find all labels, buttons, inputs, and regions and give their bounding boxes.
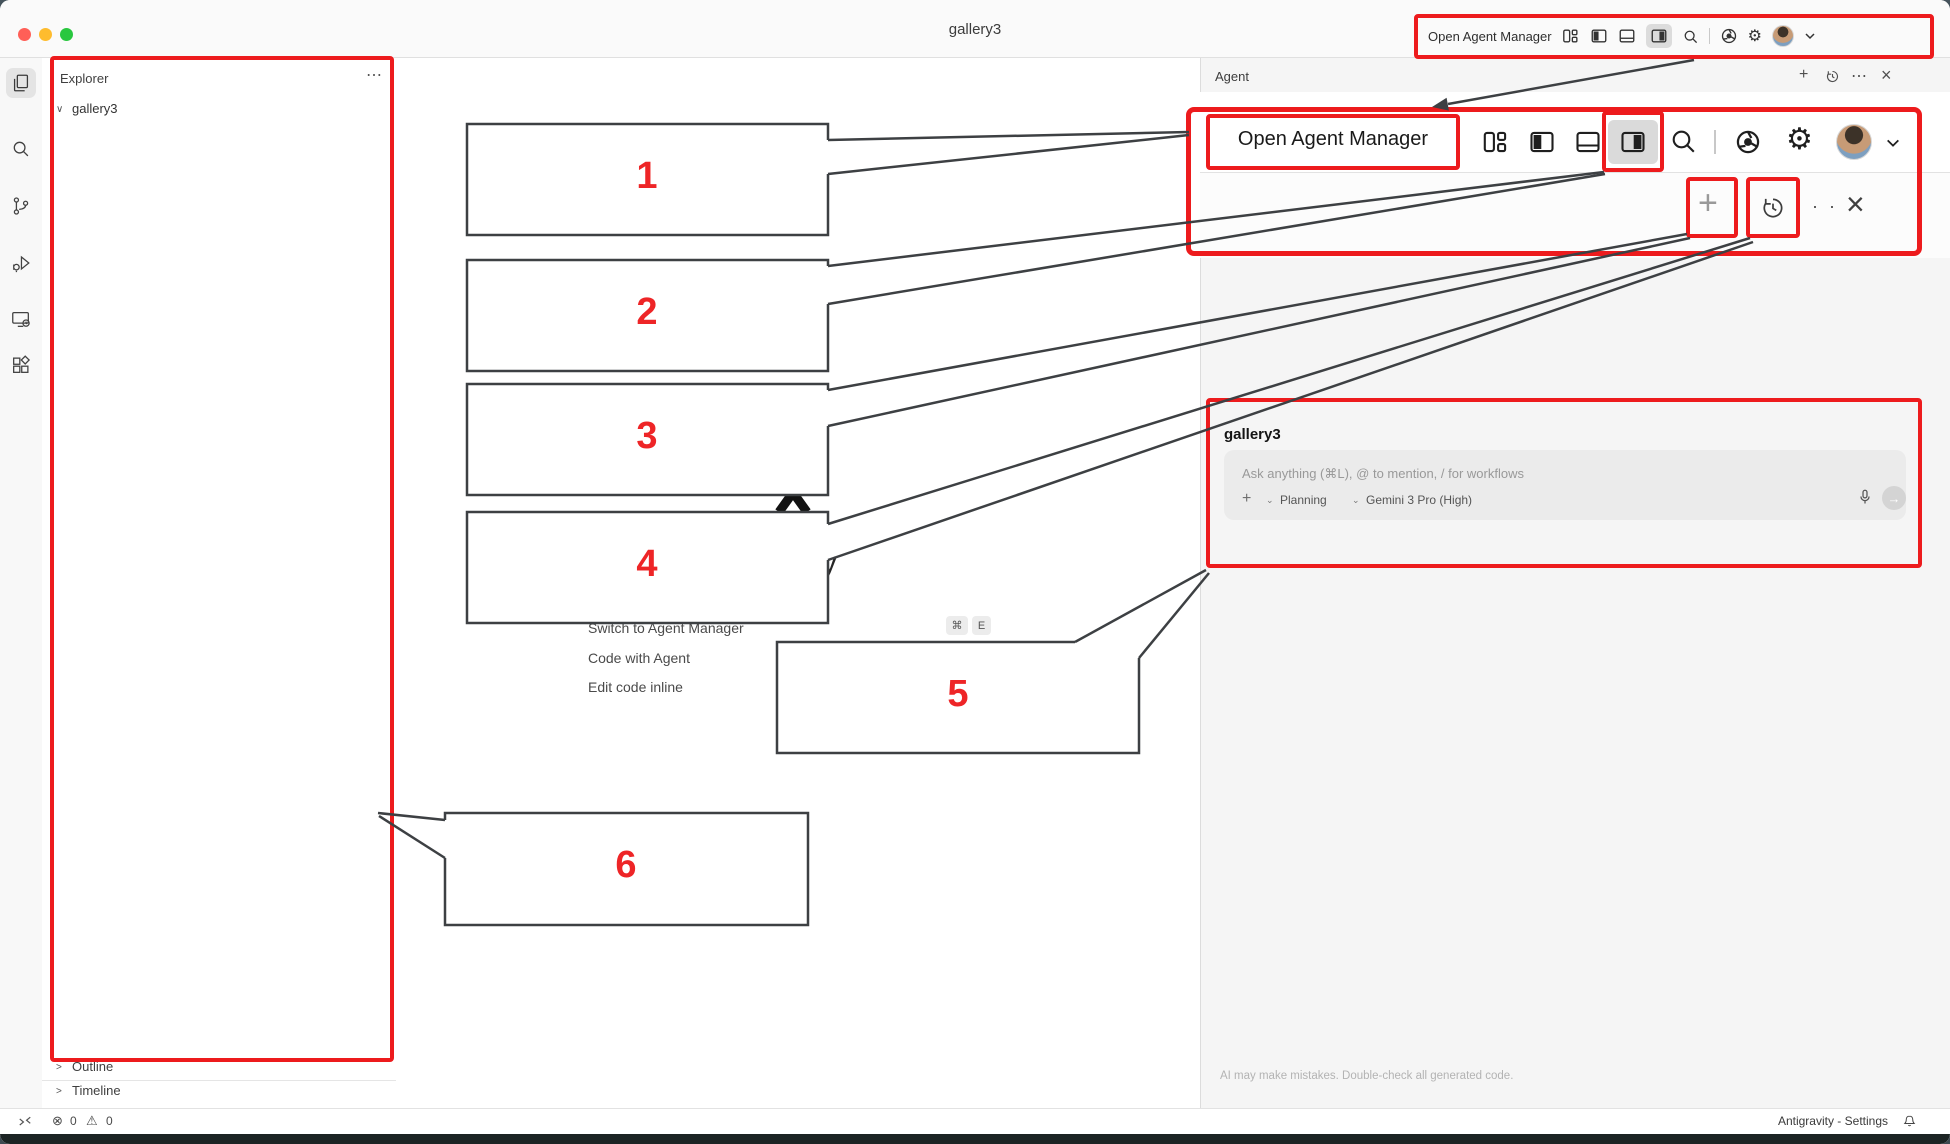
errors-count[interactable]: 0	[70, 1114, 77, 1128]
magnified-right-panel-icon	[1608, 120, 1658, 164]
account-avatar[interactable]	[1771, 25, 1794, 47]
tree-item-root[interactable]: gallery3	[72, 101, 118, 116]
magnified-customize-layout-icon	[1482, 128, 1510, 156]
sidebar-item-extensions[interactable]	[6, 350, 36, 380]
section-timeline[interactable]: Timeline	[72, 1083, 121, 1098]
title-bar: gallery3 Open Agent Manager ⚙	[0, 0, 1950, 58]
customize-layout-icon[interactable]	[1562, 27, 1580, 45]
agent-overflow-icon[interactable]: ⋯	[1851, 68, 1867, 85]
sidebar-item-remote-explorer[interactable]	[6, 304, 36, 334]
magnified-left-panel-icon	[1528, 128, 1556, 156]
warnings-icon[interactable]: ⚠	[86, 1113, 98, 1128]
activity-bar	[0, 58, 42, 1108]
mode-chevron-icon: ⌄	[1266, 495, 1274, 505]
minimize-window-button[interactable]	[39, 28, 52, 41]
welcome-link-switch-agent-manager[interactable]: Switch to Agent Manager	[588, 620, 744, 636]
toggle-right-panel-icon[interactable]	[1645, 24, 1672, 48]
explorer-panel: Explorer ⋯ ∨ gallery3 > Outline > Timeli…	[42, 58, 396, 1108]
sidebar-item-explorer[interactable]	[6, 68, 36, 98]
magnified-chevron-down-icon	[1884, 135, 1902, 151]
magnified-screenshot-row1	[1200, 92, 1950, 173]
explorer-overflow-icon[interactable]: ⋯	[366, 67, 382, 84]
close-window-button[interactable]	[18, 28, 31, 41]
model-chevron-icon: ⌄	[1352, 495, 1360, 505]
send-button[interactable]: →	[1882, 486, 1906, 510]
magnified-account-avatar	[1836, 124, 1872, 160]
hidden-title-fragment: y	[822, 546, 837, 579]
ai-disclaimer: AI may make mistakes. Double-check all g…	[1220, 1070, 1514, 1082]
zoom-window-button[interactable]	[60, 28, 73, 41]
sidebar-item-run-debug[interactable]	[6, 248, 36, 278]
magnified-close-icon: ×	[1846, 186, 1865, 222]
chat-attach-icon[interactable]: +	[1242, 490, 1252, 507]
magnified-search-icon	[1668, 126, 1698, 156]
toggle-bottom-panel-icon[interactable]	[1618, 27, 1636, 45]
outline-chevron-icon: >	[56, 1062, 62, 1073]
gear-icon[interactable]: ⚙	[1747, 28, 1762, 45]
browser-icon[interactable]	[1720, 27, 1738, 45]
magnified-open-agent-manager-label: Open Agent Manager	[1237, 128, 1429, 150]
editor-area: y Switch to Agent Manager ⌘ E Code with …	[396, 58, 1200, 1108]
magnified-browser-icon	[1734, 128, 1762, 156]
agent-new-chat-icon[interactable]: +	[1799, 66, 1809, 83]
microphone-icon[interactable]	[1856, 488, 1874, 506]
remote-indicator-icon[interactable]	[18, 1115, 32, 1129]
magnified-new-chat-icon: +	[1698, 184, 1718, 222]
agent-panel-title: Agent	[1215, 69, 1249, 84]
section-divider	[42, 1080, 396, 1081]
section-outline[interactable]: Outline	[72, 1059, 114, 1074]
tree-chevron-icon: ∨	[56, 104, 64, 115]
agent-close-icon[interactable]: ×	[1881, 65, 1892, 85]
toolbar-divider	[1708, 28, 1710, 44]
chat-input[interactable]: Ask anything (⌘L), @ to mention, / for w…	[1224, 450, 1906, 520]
chat-input-placeholder: Ask anything (⌘L), @ to mention, / for w…	[1242, 466, 1524, 481]
bell-icon[interactable]	[1902, 1114, 1917, 1129]
toggle-left-panel-icon[interactable]	[1590, 27, 1608, 45]
keycap-e: E	[972, 616, 991, 635]
mode-selector[interactable]: Planning	[1280, 493, 1327, 507]
welcome-link-code-with-agent[interactable]: Code with Agent	[588, 650, 690, 666]
open-agent-manager-button[interactable]: Open Agent Manager	[1428, 28, 1552, 44]
search-icon[interactable]	[1682, 28, 1699, 45]
send-arrow-icon: →	[1887, 490, 1901, 506]
explorer-title: Explorer	[60, 71, 109, 86]
keycap-cmd: ⌘	[946, 616, 968, 635]
magnified-gear-icon: ⚙	[1786, 123, 1813, 156]
magnified-overflow-icon: · ·	[1812, 196, 1838, 216]
sidebar-item-source-control[interactable]	[6, 191, 36, 221]
title-bar-controls: Open Agent Manager ⚙	[1428, 14, 1816, 58]
warnings-count[interactable]: 0	[106, 1114, 113, 1128]
magnified-history-icon	[1760, 195, 1786, 221]
chevron-down-icon[interactable]	[1804, 30, 1816, 42]
chat-conversation-title: gallery3	[1224, 426, 1281, 443]
magnified-toolbar-divider	[1714, 130, 1716, 154]
model-selector[interactable]: Gemini 3 Pro (High)	[1366, 493, 1473, 507]
status-bar: ⊗ 0 ⚠ 0 Antigravity - Settings	[0, 1108, 1950, 1134]
timeline-chevron-icon: >	[56, 1086, 62, 1097]
settings-status-item[interactable]: Antigravity - Settings	[1777, 1114, 1888, 1128]
magnified-bottom-panel-icon	[1574, 128, 1602, 156]
errors-icon[interactable]: ⊗	[52, 1113, 63, 1128]
agent-history-icon[interactable]	[1825, 69, 1840, 84]
welcome-link-edit-code-inline[interactable]: Edit code inline	[588, 679, 683, 695]
window-bottom-edge	[0, 1134, 1950, 1144]
sidebar-item-search[interactable]	[6, 134, 36, 164]
